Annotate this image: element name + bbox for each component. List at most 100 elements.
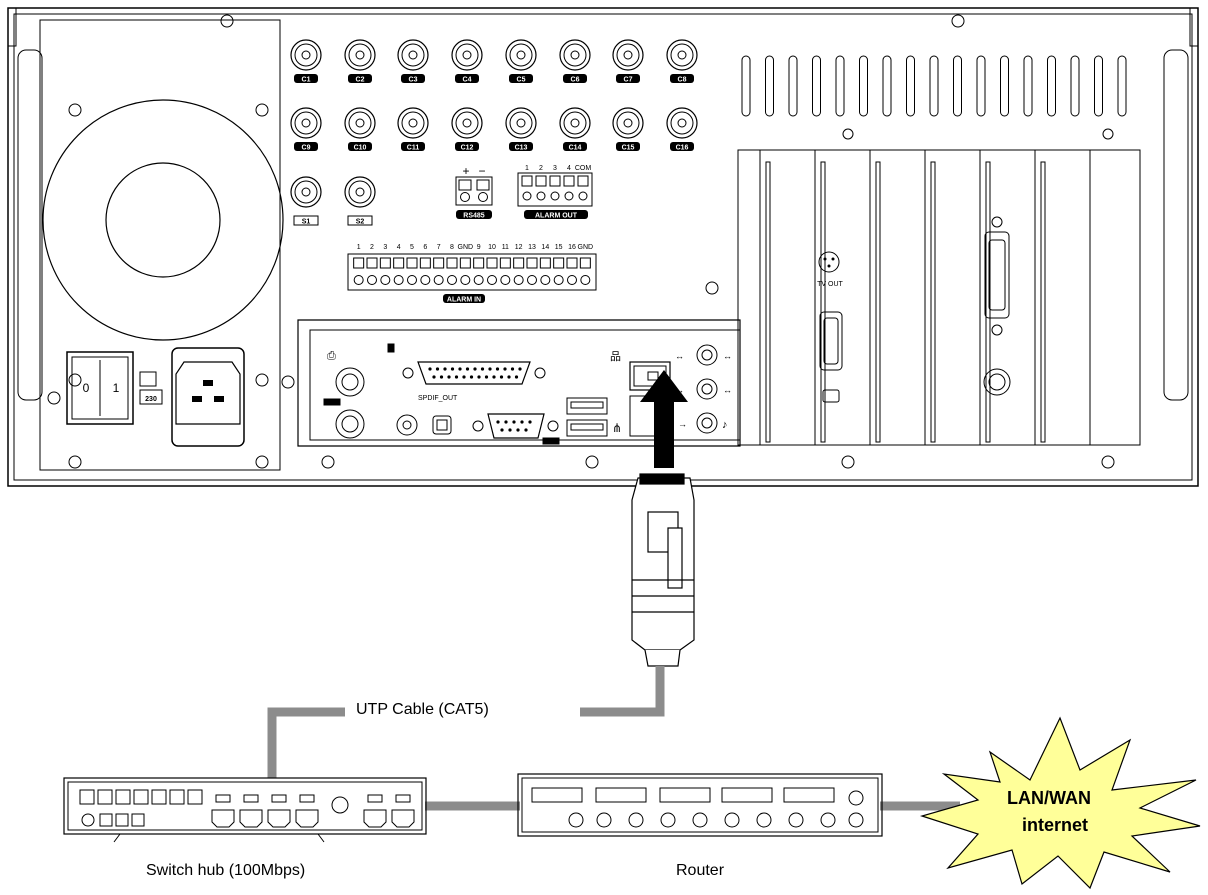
bnc-input-c8-label: C8 xyxy=(678,77,687,84)
spot-output-s2-label: S2 xyxy=(356,219,365,226)
alarm-in-pin-label: 14 xyxy=(541,244,549,251)
parallel-port xyxy=(387,343,546,385)
bnc-input-c1: C1 xyxy=(290,39,322,84)
alarm-in-pin-label: 7 xyxy=(437,244,441,251)
bnc-input-c6-label: C6 xyxy=(571,77,580,84)
bnc-input-c13-label: C13 xyxy=(515,145,528,152)
bnc-input-c8: C8 xyxy=(666,39,698,84)
alarm-out-pin-label: 2 xyxy=(539,165,543,172)
motherboard-io-plate xyxy=(297,319,741,447)
alarm-in-pin-label: GND xyxy=(578,244,594,251)
rs485-terminal: + − RS485 xyxy=(455,164,493,220)
alarm-out-pin-label: 3 xyxy=(553,165,557,172)
svg-text:TV OUT: TV OUT xyxy=(817,281,843,288)
svg-text:+: + xyxy=(462,164,469,178)
switch-hub-label: Switch hub (100Mbps) xyxy=(146,862,306,879)
power-switch[interactable]: 0 1 xyxy=(66,351,134,425)
alarm-in-pin-label: 13 xyxy=(528,244,536,251)
tv-out-port: TV OUT xyxy=(817,251,844,288)
bnc-input-c3-label: C3 xyxy=(409,77,418,84)
vga-port xyxy=(819,311,843,403)
svg-text:⋔: ⋔ xyxy=(612,421,622,435)
bnc-input-c10: C10 xyxy=(344,107,376,152)
alarm-in-pin-label: 9 xyxy=(477,244,481,251)
expansion-slots xyxy=(737,149,1141,446)
alarm-in-pin-label: 8 xyxy=(450,244,454,251)
bnc-input-c14-label: C14 xyxy=(569,145,582,152)
alarm-in-pin-label: 15 xyxy=(555,244,563,251)
bnc-input-c4: C4 xyxy=(451,39,483,84)
svg-text:230: 230 xyxy=(145,396,157,403)
serial-port xyxy=(472,413,560,445)
alarm-out-pin-label: 4 xyxy=(567,165,571,172)
bnc-input-c15-label: C15 xyxy=(622,145,635,152)
bnc-input-c6: C6 xyxy=(559,39,591,84)
svg-text:⎙: ⎙ xyxy=(327,350,336,362)
bnc-input-c13: C13 xyxy=(505,107,537,152)
bnc-input-c9: C9 xyxy=(290,107,322,152)
alarm-in-pin-label: 11 xyxy=(502,244,509,251)
svg-text:ALARM OUT: ALARM OUT xyxy=(535,213,578,220)
audio-jacks: ↔ ↔ ↔ ↔ → ♪ xyxy=(675,344,732,434)
svg-text:−: − xyxy=(478,164,485,178)
bnc-input-c7-label: C7 xyxy=(624,77,633,84)
dvi-port xyxy=(983,216,1011,396)
cable-label: UTP Cable (CAT5) xyxy=(356,701,489,718)
alarm-out-pin-label: 1 xyxy=(525,165,529,172)
svg-text:↔: ↔ xyxy=(723,385,732,395)
bnc-input-c11-label: C11 xyxy=(407,145,420,152)
bnc-input-c5: C5 xyxy=(505,39,537,84)
svg-text:↔: ↔ xyxy=(675,385,684,395)
router-device xyxy=(517,773,883,837)
bnc-input-c11: C11 xyxy=(397,107,429,152)
panel-screws xyxy=(47,14,1115,469)
alarm-in-pin-label: 16 xyxy=(568,244,576,251)
spot-output-s2: S2 xyxy=(344,176,376,226)
ac-power-inlet xyxy=(171,347,245,447)
bnc-input-c16-label: C16 xyxy=(676,145,689,152)
bnc-input-c2: C2 xyxy=(344,39,376,84)
bnc-input-c2-label: C2 xyxy=(356,77,365,84)
bnc-input-c16: C16 xyxy=(666,107,698,152)
alarm-in-pin-label: 2 xyxy=(370,244,374,251)
rj45-plug-icon xyxy=(631,473,695,667)
bnc-input-c12-label: C12 xyxy=(461,145,474,152)
spot-output-s1: S1 xyxy=(290,176,322,226)
router-label: Router xyxy=(676,862,725,879)
bnc-input-c10-label: C10 xyxy=(354,145,367,152)
spdif-port: SPDIF_OUT xyxy=(396,395,458,436)
switch-off-label: 0 xyxy=(83,381,90,395)
ventilation-slots xyxy=(741,55,1127,140)
switch-on-label: 1 xyxy=(113,381,120,395)
svg-text:SPDIF_OUT: SPDIF_OUT xyxy=(418,395,458,402)
ps2-ports: ⎙ xyxy=(323,350,365,439)
svg-text:品: 品 xyxy=(610,350,621,363)
alarm-in-pin-label: 6 xyxy=(423,244,427,251)
bnc-input-c9-label: C9 xyxy=(302,145,311,152)
bnc-input-c3: C3 xyxy=(397,39,429,84)
voltage-selector: 230 xyxy=(139,371,163,405)
alarm-in-pin-label: 12 xyxy=(515,244,523,251)
svg-text:RS485: RS485 xyxy=(463,213,485,220)
bnc-input-c1-label: C1 xyxy=(302,77,311,84)
network-label-line2: internet xyxy=(1022,815,1089,835)
alarm-in-pin-label: 5 xyxy=(410,244,414,251)
spot-output-s1-label: S1 xyxy=(302,219,311,226)
bnc-input-c12: C12 xyxy=(451,107,483,152)
bnc-input-c4-label: C4 xyxy=(463,77,472,84)
cooling-fan xyxy=(42,99,284,341)
alarm-out-pin-label: COM xyxy=(575,165,592,172)
usb-ports: ⋔ xyxy=(566,397,622,437)
alarm-out-terminal: ALARM OUT 1 2 3 4 COM xyxy=(517,165,593,220)
connection-arrow xyxy=(640,370,688,468)
utp-cable xyxy=(267,666,960,811)
bnc-input-c5-label: C5 xyxy=(517,77,526,84)
alarm-in-pin-label: 3 xyxy=(383,244,387,251)
svg-text:ALARM IN: ALARM IN xyxy=(447,297,481,304)
switch-hub-device xyxy=(63,777,427,843)
bnc-input-c15: C15 xyxy=(612,107,644,152)
internet-burst-shape xyxy=(919,716,1201,890)
